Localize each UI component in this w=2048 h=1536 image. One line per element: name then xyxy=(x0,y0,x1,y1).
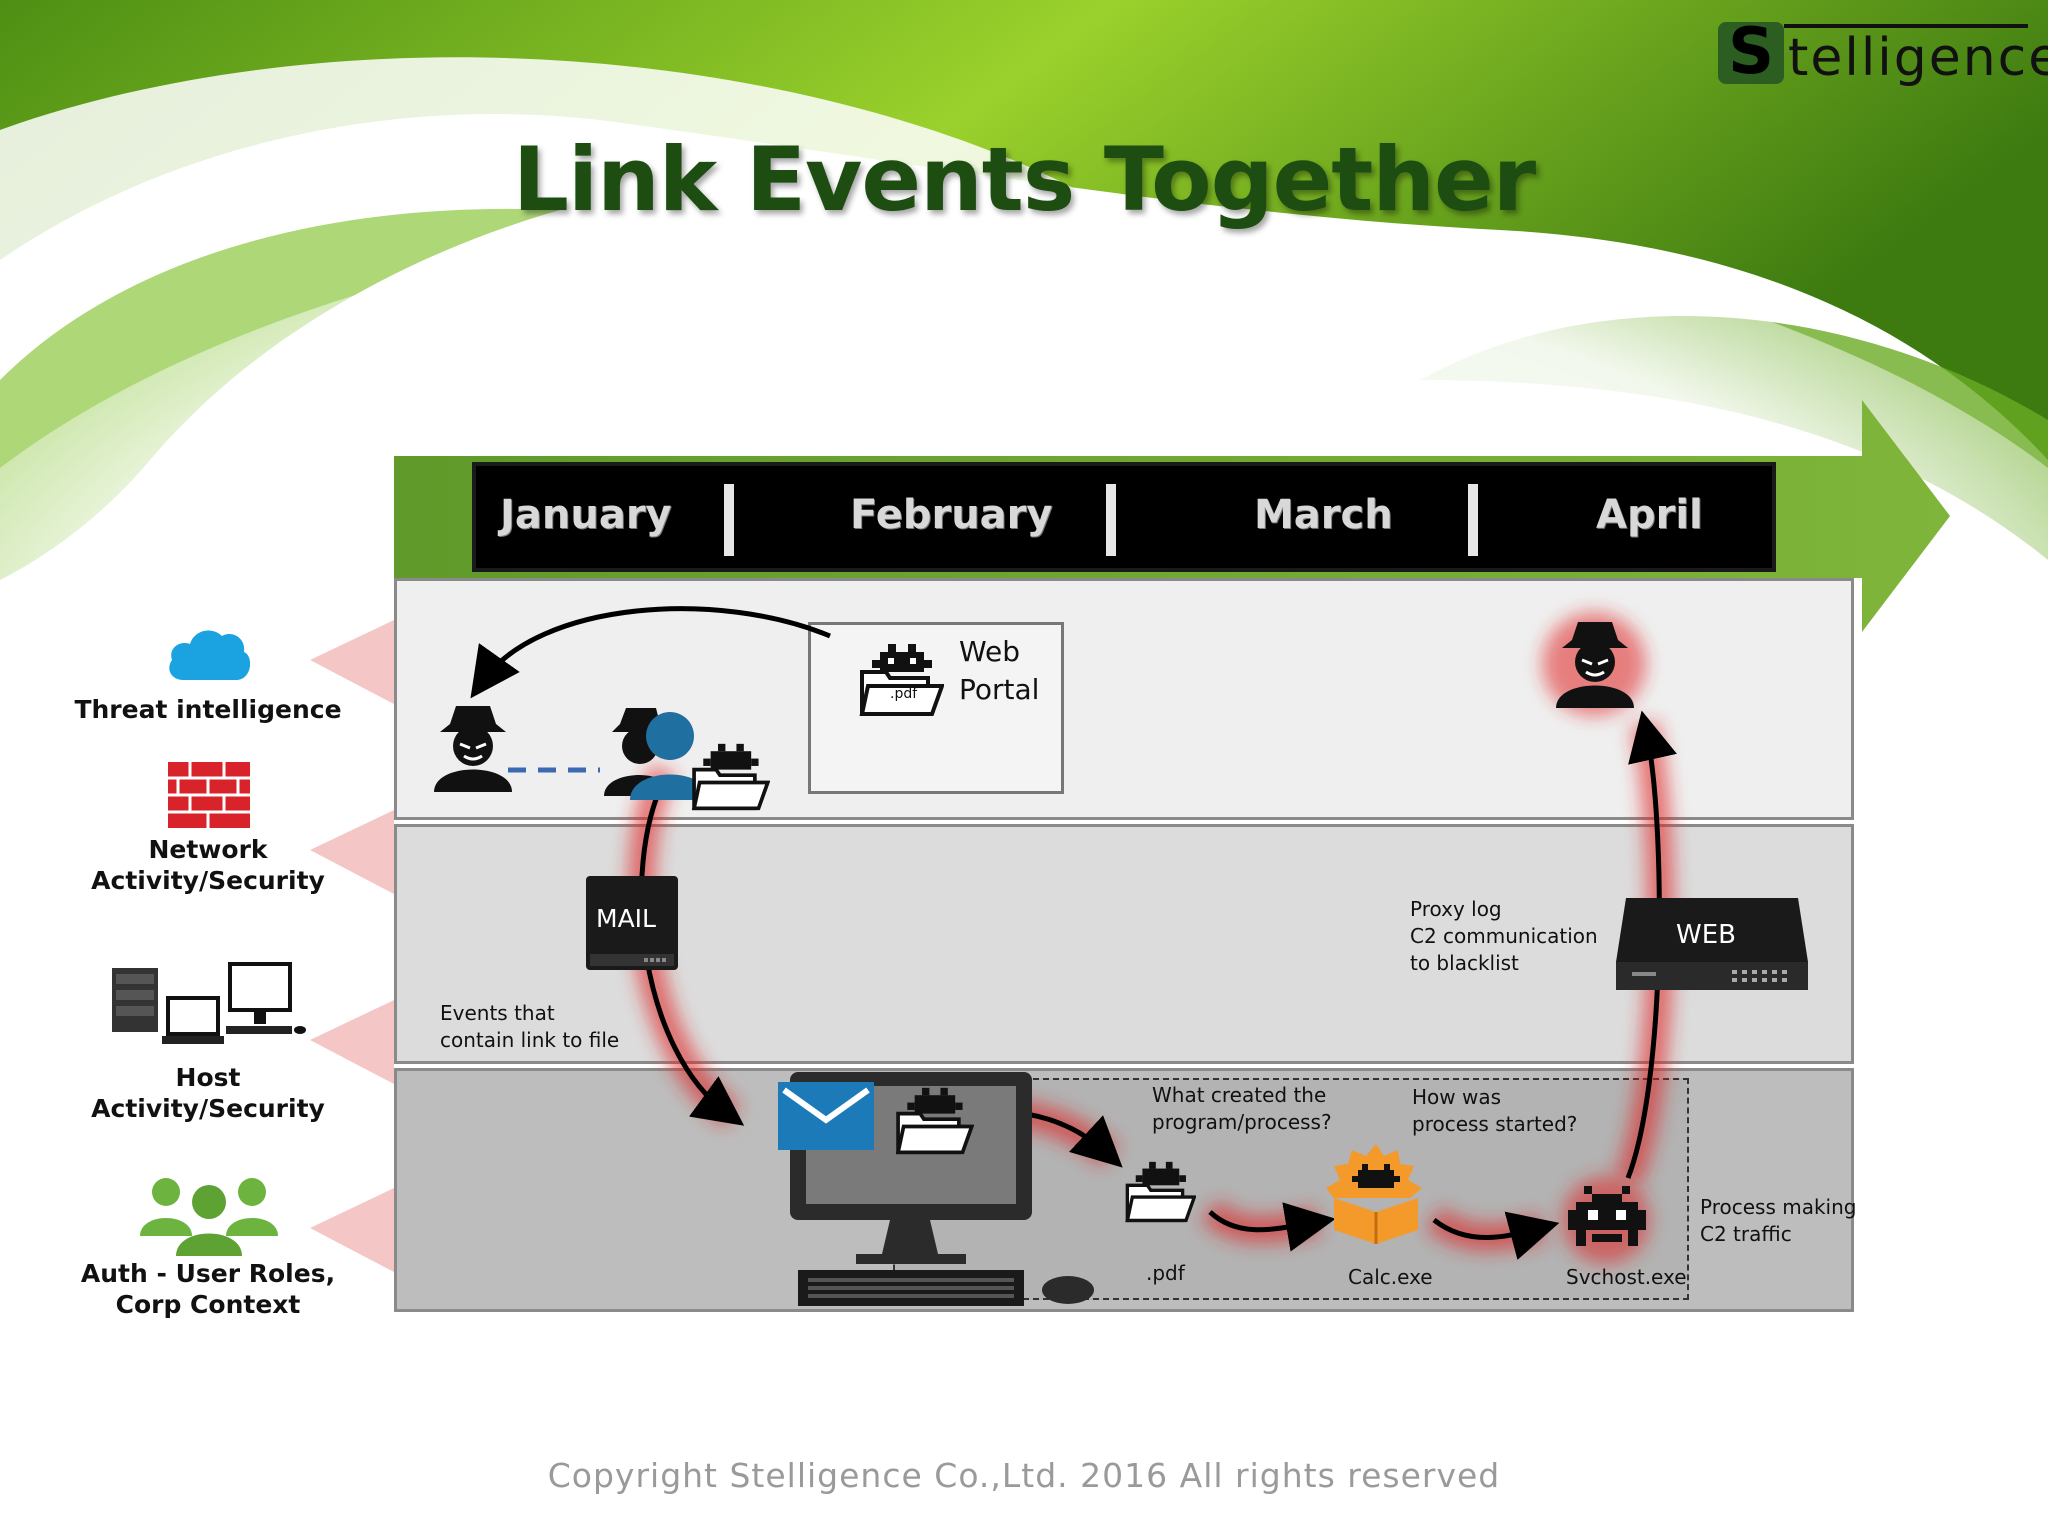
malware-folder-icon xyxy=(895,1087,974,1155)
month-separator xyxy=(1106,484,1116,556)
question-start-line2: process started? xyxy=(1412,1112,1578,1136)
pdf-folder-icon xyxy=(1125,1161,1196,1223)
proxy-text: Proxy log C2 communication to blacklist xyxy=(1410,896,1598,977)
process-c2-line1: Process making xyxy=(1700,1195,1857,1219)
proxy-text-line2: C2 communication xyxy=(1410,924,1598,948)
process-c2-line2: C2 traffic xyxy=(1700,1222,1792,1246)
pdf-label: .pdf xyxy=(1146,1261,1185,1285)
question-creator-line2: program/process? xyxy=(1152,1110,1332,1134)
svchost-exe-label: Svchost.exe xyxy=(1566,1265,1687,1289)
question-start: How was process started? xyxy=(1412,1084,1577,1138)
question-creator: What created the program/process? xyxy=(1152,1082,1332,1136)
month-january: January xyxy=(500,492,672,538)
computers-icon xyxy=(112,962,306,1044)
victim-user-icon xyxy=(604,708,710,800)
category-auth-user-roles: Auth - User Roles, Corp Context xyxy=(80,1259,336,1319)
firewall-icon xyxy=(168,762,250,828)
proxy-text-line3: to blacklist xyxy=(1410,951,1519,975)
month-separator xyxy=(1468,484,1478,556)
logo-line xyxy=(1784,24,2028,28)
web-portal-box: Web Portal xyxy=(808,622,1064,794)
web-server-icon xyxy=(1616,898,1808,990)
category-pointers xyxy=(310,620,394,1272)
mail-label: MAIL xyxy=(596,904,656,933)
malware-folder-icon xyxy=(859,644,944,716)
events-text-line1: Events that xyxy=(440,1001,555,1025)
web-portal-line1: Web xyxy=(959,635,1021,668)
category-host-activity: Host Activity/Security xyxy=(91,1063,325,1123)
month-february: February xyxy=(850,492,1053,538)
events-text: Events that contain link to file xyxy=(440,1000,619,1054)
copyright-footer: Copyright Stelligence Co.,Ltd. 2016 All … xyxy=(547,1456,1501,1495)
question-creator-line1: What created the xyxy=(1152,1083,1327,1107)
stelligence-logo: S telligence xyxy=(1718,18,2048,88)
web-portal-line2: Portal xyxy=(959,673,1040,706)
hacker-icon xyxy=(434,706,512,792)
process-c2-text: Process making C2 traffic xyxy=(1700,1194,1856,1248)
events-text-line2: contain link to file xyxy=(440,1028,620,1052)
month-march: March xyxy=(1254,492,1393,538)
calc-exe-icon xyxy=(1326,1144,1422,1244)
email-icon xyxy=(778,1082,874,1150)
category-threat-intelligence: Threat intelligence xyxy=(74,695,342,724)
svchost-malware-icon xyxy=(1568,1186,1646,1246)
month-april: April xyxy=(1596,492,1703,538)
month-separator xyxy=(724,484,734,556)
pdf-label-small: .pdf xyxy=(890,686,918,702)
proxy-text-line1: Proxy log xyxy=(1410,897,1502,921)
web-label: WEB xyxy=(1676,920,1736,950)
logo-letter: S xyxy=(1718,20,1784,84)
mail-server-icon xyxy=(586,876,678,970)
users-icon xyxy=(140,1178,278,1256)
logo-text: telligence xyxy=(1788,28,2048,88)
cloud-icon xyxy=(169,630,251,680)
calc-exe-label: Calc.exe xyxy=(1348,1265,1433,1289)
month-bar: January February March April xyxy=(472,462,1776,572)
question-start-line1: How was xyxy=(1412,1085,1502,1109)
malware-folder-icon xyxy=(691,743,770,811)
hacker-icon xyxy=(1556,622,1634,708)
page-title: Link Events Together xyxy=(512,128,1536,231)
category-network-activity: Network Activity/Security xyxy=(91,835,325,895)
